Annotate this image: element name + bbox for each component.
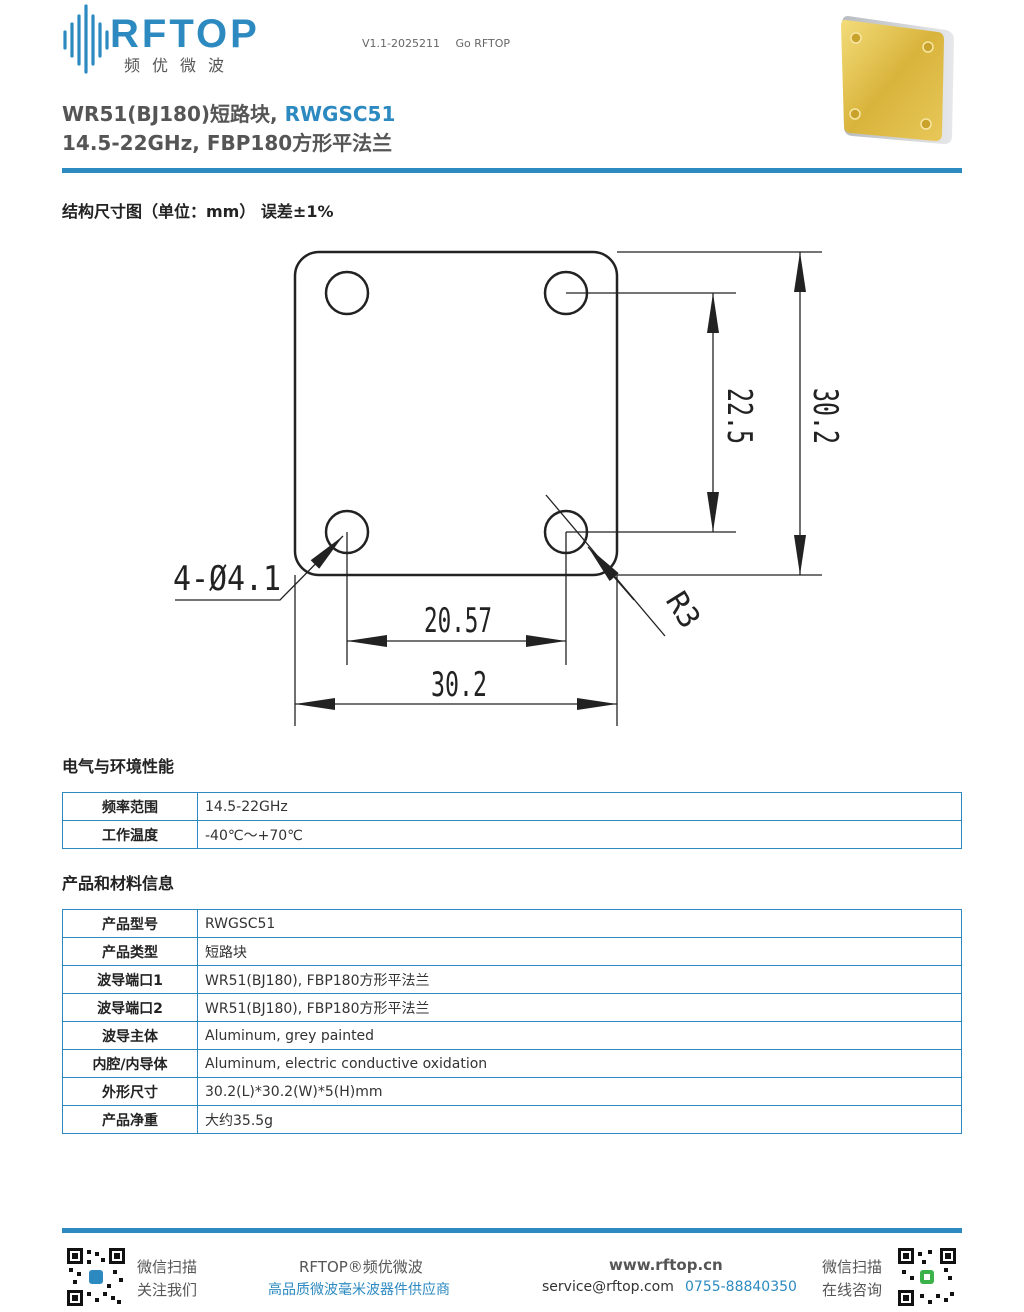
footer-slogan: 高品质微波毫米波器件供应商 [268, 1282, 450, 1298]
footer-phone[interactable]: 0755-88840350 [685, 1279, 797, 1295]
table-row: 产品类型短路块 [62, 937, 962, 966]
spec-value: Aluminum, electric conductive oxidation [197, 1049, 962, 1078]
dim-label-hole: 4-Ø4.1 [173, 559, 281, 599]
spec-value: 短路块 [197, 937, 962, 966]
hole-top-left [324, 270, 370, 316]
dim-label-height: 30.2 [805, 388, 845, 444]
product-photo [841, 16, 954, 144]
wechat-scan-left: 微信扫描 [137, 1258, 198, 1276]
hole-leader [175, 535, 344, 601]
spec-key: 工作温度 [62, 820, 198, 849]
radius-arrow [587, 546, 635, 601]
spec-key: 外形尺寸 [62, 1077, 198, 1106]
spec-value: RWGSC51 [197, 909, 962, 938]
product-title-line1: WR51(BJ180)短路块, RWGSC51 [62, 98, 395, 127]
plate-outline [293, 250, 619, 577]
product-title-line2: 14.5-22GHz, FBP180方形平法兰 [62, 131, 393, 155]
spec-value: 30.2(L)*30.2(W)*5(H)mm [197, 1077, 962, 1106]
dimension-drawing: 4-Ø4.1 20.57 30.2 22.5 30.2 R3 [173, 250, 845, 726]
table-row: 产品净重大约35.5g [62, 1105, 962, 1134]
logo-subtitle: 频优微波 [124, 56, 237, 75]
drawing-section-title: 结构尺寸图（单位：mm） 误差±1% [62, 202, 334, 221]
dim-label-hole-spacing-h: 20.57 [424, 601, 492, 641]
spec-key: 产品类型 [62, 937, 198, 966]
spec-value: 大约35.5g [197, 1105, 962, 1134]
follow-us: 关注我们 [137, 1281, 198, 1299]
logo-text: RFTOP [110, 12, 260, 56]
spec-value: -40℃～+70℃ [197, 820, 962, 849]
spec-key: 波导端口1 [62, 965, 198, 994]
title-main: WR51(BJ180)短路块, [62, 102, 285, 126]
spec-key: 波导主体 [62, 1021, 198, 1050]
spec-value: 14.5-22GHz [197, 792, 962, 821]
table-row: 工作温度-40℃～+70℃ [62, 820, 962, 849]
footer-email[interactable]: service@rftop.com [542, 1279, 674, 1295]
qr-code-icon-right[interactable] [898, 1248, 956, 1306]
spec-value: WR51(BJ180), FBP180方形平法兰 [197, 993, 962, 1022]
logo-wave-icon [63, 4, 109, 74]
dim-label-width: 30.2 [431, 665, 487, 705]
spec-key: 内腔/内导体 [62, 1049, 198, 1078]
spec-value: Aluminum, grey painted [197, 1021, 962, 1050]
version-text: V1.1-2025211 [362, 37, 440, 50]
footer-divider [62, 1228, 962, 1233]
qr-code-icon-left[interactable] [67, 1248, 125, 1306]
dim-label-radius: R3 [658, 586, 707, 635]
radius-leader [545, 494, 666, 637]
spec-key: 产品型号 [62, 909, 198, 938]
spec-value: WR51(BJ180), FBP180方形平法兰 [197, 965, 962, 994]
spec-key: 波导端口2 [62, 993, 198, 1022]
title-model: RWGSC51 [284, 102, 396, 126]
electrical-section-title: 电气与环境性能 [62, 757, 175, 776]
dim-label-hole-spacing-v: 22.5 [719, 388, 759, 444]
version-line: V1.1-2025211 Go RFTOP [362, 37, 522, 50]
product-section-title: 产品和材料信息 [62, 874, 175, 893]
online-consult: 在线咨询 [822, 1281, 883, 1299]
footer-website[interactable]: www.rftop.cn [609, 1256, 723, 1274]
wechat-scan-right: 微信扫描 [822, 1258, 883, 1276]
footer-brand: RFTOP®频优微波 [299, 1258, 423, 1276]
go-rftop-link[interactable]: Go RFTOP [455, 37, 511, 50]
spec-key: 频率范围 [62, 792, 198, 821]
spec-key: 产品净重 [62, 1105, 198, 1134]
header-divider [62, 168, 962, 173]
